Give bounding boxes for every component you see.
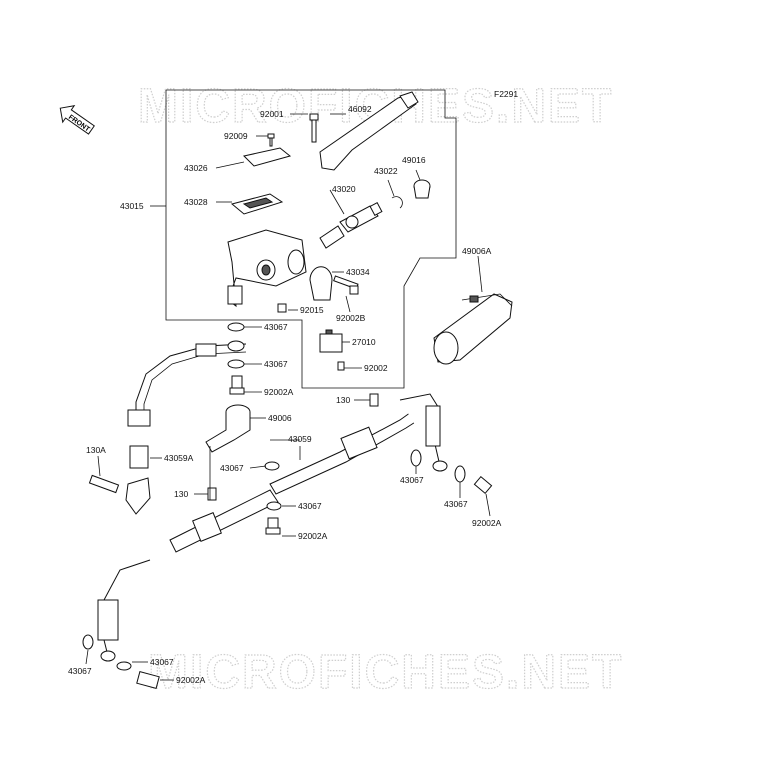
label-43067-c: 43067 <box>220 463 244 473</box>
label-43059: 43059 <box>288 434 312 444</box>
bolt-92001 <box>309 113 319 143</box>
label-43067-g: 43067 <box>68 666 92 676</box>
nut-92015 <box>277 303 287 313</box>
label-43028: 43028 <box>184 197 208 207</box>
label-92002: 92002 <box>364 363 388 373</box>
label-92009: 92009 <box>224 131 248 141</box>
circlip <box>391 196 403 209</box>
label-92002A-c: 92002A <box>472 518 502 528</box>
label-130A: 130A <box>86 445 106 455</box>
label-43067-f: 43067 <box>444 499 468 509</box>
washer-b <box>227 359 245 369</box>
label-49016: 49016 <box>402 155 426 165</box>
screw-92002 <box>337 361 345 371</box>
label-92002A-d: 92002A <box>176 675 206 685</box>
lower-hose <box>97 559 151 662</box>
screw-92009 <box>267 133 275 147</box>
bolt-92002B <box>333 275 359 295</box>
mid-tube <box>169 399 435 553</box>
washer-d <box>266 501 282 511</box>
washer-c <box>264 461 280 471</box>
banjo-bolt-a <box>229 375 245 395</box>
label-27010: 27010 <box>352 337 376 347</box>
upper-hose <box>125 340 247 515</box>
washer-a <box>227 322 245 332</box>
dust-boot <box>413 179 431 199</box>
label-43067-d: 43067 <box>400 475 424 485</box>
label-43067-e: 43067 <box>298 501 322 511</box>
cover-49006A <box>433 293 513 365</box>
label-46092: 46092 <box>348 104 372 114</box>
label-130-b: 130 <box>174 489 188 499</box>
brake-lever <box>319 91 419 171</box>
bolt-130A <box>88 474 120 494</box>
group-outline <box>165 89 457 389</box>
joint-49006 <box>205 404 251 453</box>
label-43015: 43015 <box>120 201 144 211</box>
label-92002B: 92002B <box>336 313 366 323</box>
banjo-bolt-c <box>473 475 493 495</box>
label-92002A-a: 92002A <box>264 387 294 397</box>
stop-switch <box>319 329 343 353</box>
clamp <box>309 266 333 301</box>
washer-g <box>82 634 94 650</box>
bolt-130-a <box>369 393 379 407</box>
label-43020: 43020 <box>332 184 356 194</box>
banjo-bolt-d <box>136 671 160 689</box>
label-43026: 43026 <box>184 163 208 173</box>
label-43067-a: 43067 <box>264 322 288 332</box>
leader-lines <box>85 113 491 681</box>
front-arrow-icon: FRONT <box>59 105 95 135</box>
right-hose <box>399 393 448 472</box>
label-43067-b: 43067 <box>264 359 288 369</box>
washer-h <box>116 661 132 671</box>
label-43022: 43022 <box>374 166 398 176</box>
label-43034: 43034 <box>346 267 370 277</box>
label-49006: 49006 <box>268 413 292 423</box>
diagram-code: F2291 <box>494 89 518 99</box>
diaphragm <box>230 193 284 215</box>
banjo-bolt-b <box>265 517 281 535</box>
master-cylinder-body <box>227 229 307 308</box>
label-130-a: 130 <box>336 395 350 405</box>
bolt-130-b <box>207 487 217 501</box>
washer-e <box>410 449 422 467</box>
label-92015: 92015 <box>300 305 324 315</box>
watermark-bottom: MICROFICHES.NET <box>148 646 623 699</box>
label-92002A-b: 92002A <box>298 531 328 541</box>
label-92001: 92001 <box>260 109 284 119</box>
label-43059A: 43059A <box>164 453 194 463</box>
reservoir-cap <box>243 147 292 167</box>
piston-kit <box>319 202 383 249</box>
label-43067-h: 43067 <box>150 657 174 667</box>
washer-f <box>454 465 466 483</box>
label-49006A: 49006A <box>462 246 492 256</box>
